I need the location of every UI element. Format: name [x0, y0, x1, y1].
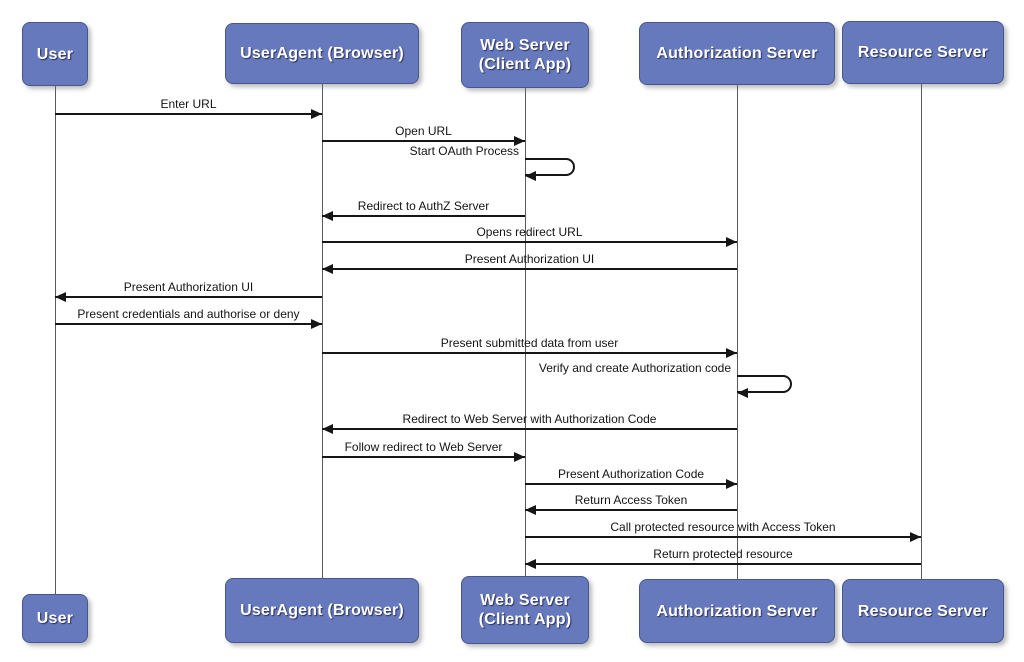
actor-label: Web Server — [480, 37, 570, 54]
message-label: Present submitted data from user — [440, 336, 619, 350]
self-message-loop — [525, 158, 575, 176]
arrowhead-right-icon — [910, 532, 921, 542]
actor-box-authserver-bottom: Authorization Server — [639, 579, 835, 643]
message-label: Call protected resource with Access Toke… — [610, 520, 836, 534]
actor-label: Resource Server — [857, 602, 989, 620]
actor-label: Authorization Server — [656, 45, 818, 62]
arrowhead-right-icon — [311, 319, 322, 329]
actor-box-useragent-top: UserAgent (Browser) — [225, 23, 419, 84]
arrowhead-right-icon — [726, 479, 737, 489]
actor-label: Resource Server — [857, 44, 989, 61]
actor-box-webserver-bottom: Web Server (Client App) — [461, 576, 589, 644]
self-message-loop — [737, 375, 792, 393]
lifeline-resourceserver — [920, 84, 922, 579]
message-label: Opens redirect URL — [476, 225, 583, 239]
arrowhead-left-icon — [322, 424, 333, 434]
message-label: Present Authorization Code — [557, 467, 705, 481]
message-arrow — [322, 241, 737, 243]
actor-label: UserAgent (Browser) — [240, 45, 404, 62]
actor-box-webserver-top: Web Server (Client App) — [461, 22, 589, 88]
message-label: Return protected resource — [653, 547, 793, 561]
actor-box-user-top: User — [22, 22, 88, 86]
actor-label: (Client App) — [478, 611, 572, 628]
message-arrow — [525, 536, 921, 538]
actor-box-useragent-bottom: UserAgent (Browser) — [225, 578, 419, 643]
arrowhead-left-icon — [525, 559, 536, 569]
actor-box-authserver-top: Authorization Server — [639, 22, 835, 85]
message-arrow — [525, 483, 737, 485]
message-arrow — [322, 268, 737, 270]
message-label: Redirect to AuthZ Server — [357, 199, 490, 213]
arrowhead-left-icon — [525, 171, 536, 181]
lifeline-useragent — [321, 84, 323, 578]
message-label: Return Access Token — [574, 493, 688, 507]
arrowhead-left-icon — [525, 505, 536, 515]
arrowhead-left-icon — [55, 292, 66, 302]
message-arrow — [55, 323, 322, 325]
actor-label: User — [36, 610, 74, 627]
actor-box-resourceserver-top: Resource Server — [842, 21, 1004, 84]
actor-label: Authorization Server — [656, 602, 818, 620]
arrowhead-left-icon — [737, 388, 748, 398]
arrowhead-right-icon — [726, 348, 737, 358]
arrowhead-right-icon — [514, 136, 525, 146]
arrowhead-right-icon — [311, 109, 322, 119]
actor-box-user-bottom: User — [22, 594, 88, 643]
message-arrow — [322, 140, 525, 142]
actor-box-resourceserver-bottom: Resource Server — [842, 579, 1004, 643]
message-arrow — [322, 428, 737, 430]
arrowhead-left-icon — [322, 264, 333, 274]
message-label: Verify and create Authorization code — [538, 361, 731, 375]
message-arrow — [322, 352, 737, 354]
message-arrow — [322, 456, 525, 458]
message-arrow — [55, 113, 322, 115]
message-label: Follow redirect to Web Server — [344, 440, 503, 454]
arrowhead-right-icon — [726, 237, 737, 247]
message-label: Start OAuth Process — [409, 144, 519, 158]
message-label: Present credentials and authorise or den… — [77, 307, 300, 321]
message-arrow — [55, 296, 322, 298]
message-label: Redirect to Web Server with Authorizatio… — [402, 412, 657, 426]
lifeline-authserver — [736, 85, 738, 579]
actor-label: Web Server — [480, 592, 570, 609]
actor-label: (Client App) — [478, 56, 572, 73]
actor-label: User — [36, 45, 74, 63]
actor-label: UserAgent (Browser) — [240, 602, 404, 619]
message-label: Present Authorization UI — [464, 252, 595, 266]
arrowhead-left-icon — [322, 211, 333, 221]
message-arrow — [322, 215, 525, 217]
message-label: Open URL — [395, 124, 452, 138]
message-label: Present Authorization UI — [123, 280, 254, 294]
arrowhead-right-icon — [514, 452, 525, 462]
message-arrow — [525, 509, 737, 511]
message-arrow — [525, 563, 921, 565]
lifeline-webserver — [524, 88, 526, 576]
message-label: Enter URL — [160, 97, 217, 111]
lifeline-user — [54, 86, 56, 594]
